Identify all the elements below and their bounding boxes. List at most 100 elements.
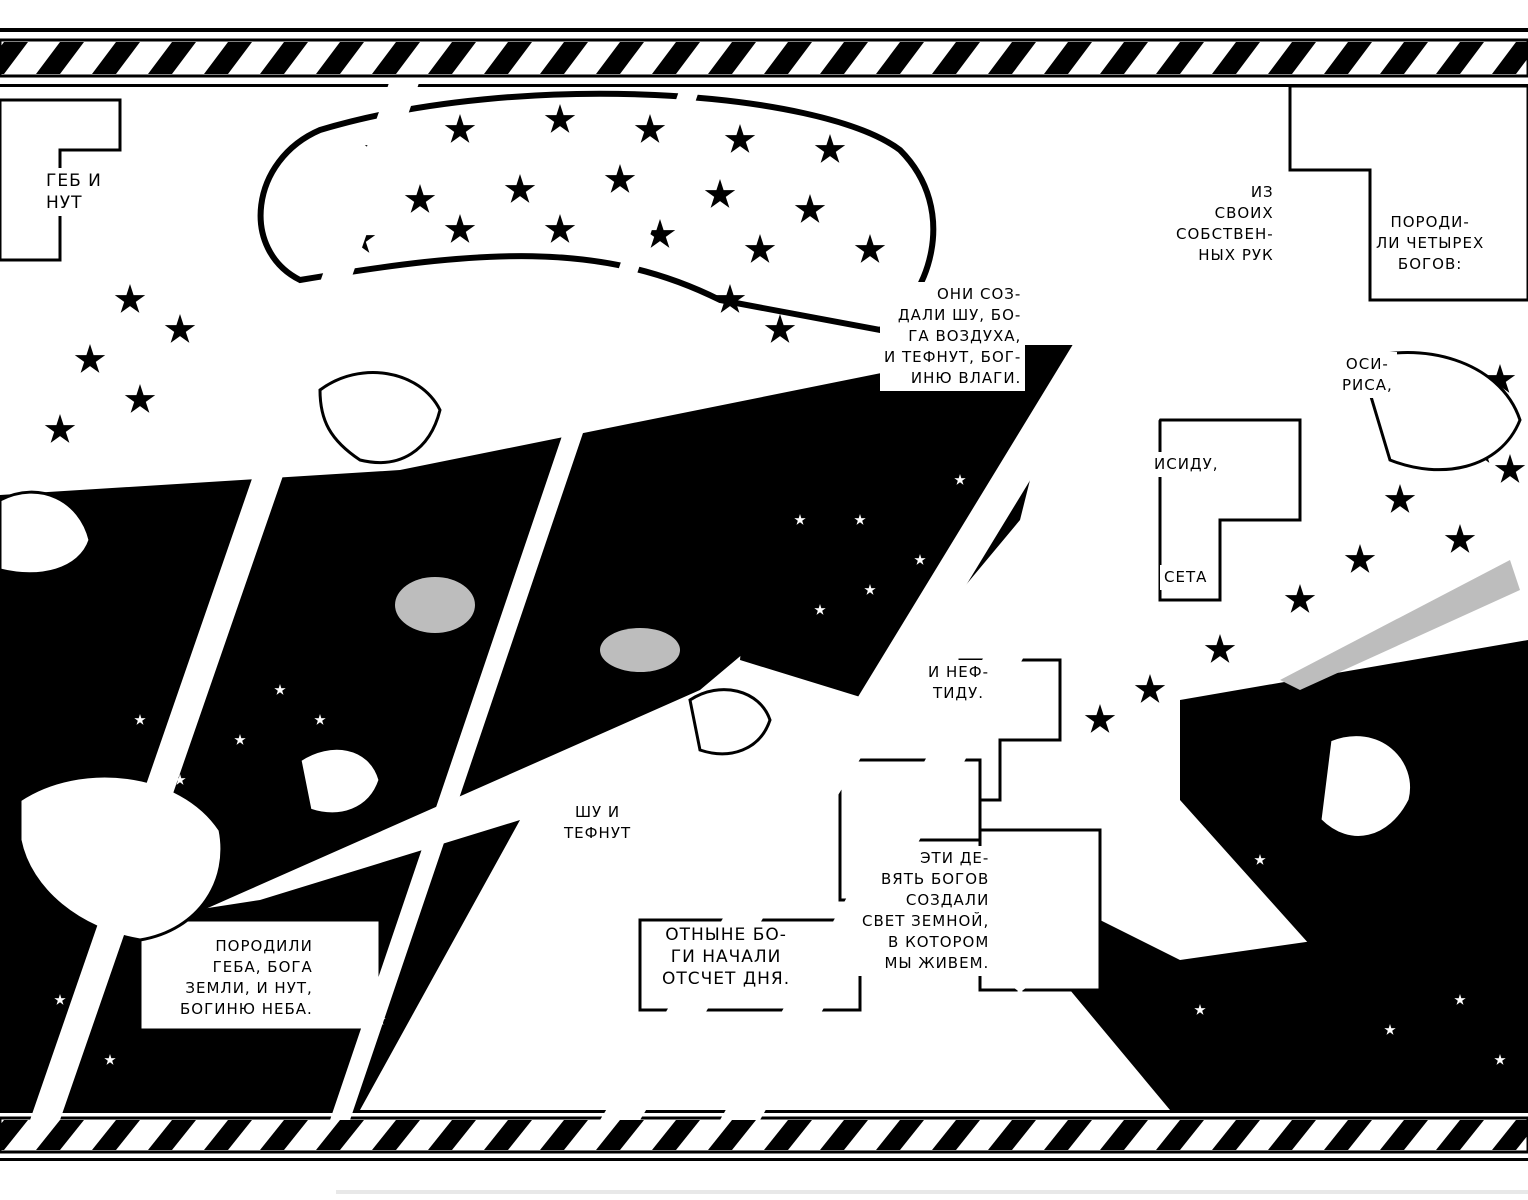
star-mark: [714, 284, 746, 313]
border-stripe: [260, 42, 308, 74]
star-mark: [854, 234, 886, 263]
caption-shu-and-tefnut: ШУ И ТЕФНУТ: [560, 800, 636, 846]
star-mark: [1284, 584, 1316, 613]
star-mark: [314, 714, 326, 725]
border-stripe: [764, 1120, 812, 1150]
border-stripe: [1156, 1120, 1204, 1150]
star-mark: [604, 164, 636, 193]
caption-gods-began-count: ОТНЫНЕ БО- ГИ НАЧАЛИ ОТСЧЕТ ДНЯ.: [658, 922, 795, 992]
star-mark: [1134, 674, 1166, 703]
star-mark: [504, 174, 536, 203]
border-stripe: [988, 1120, 1036, 1150]
border-stripe: [1156, 42, 1204, 74]
star-mark: [104, 1054, 116, 1065]
star-mark: [164, 314, 196, 343]
star-mark: [124, 384, 156, 413]
border-stripe: [428, 1120, 476, 1150]
border-stripe: [1268, 1120, 1316, 1150]
bottom-rule: [336, 1190, 1528, 1194]
top-striped-border: [0, 28, 1528, 87]
star-mark: [234, 734, 246, 745]
border-stripe: [596, 1120, 644, 1150]
border-stripe: [484, 42, 532, 74]
star-mark: [1084, 704, 1116, 733]
caption-four-gods: ПОРОДИ- ЛИ ЧЕТЫРЕХ БОГОВ:: [1372, 210, 1489, 277]
border-stripe: [148, 42, 196, 74]
border-stripe: [1044, 42, 1092, 74]
star-mark: [114, 284, 146, 313]
border-stripe: [0, 1120, 28, 1150]
star-mark: [1094, 1074, 1106, 1085]
star-mark: [1494, 1054, 1506, 1065]
star-mark: [764, 314, 796, 343]
border-stripe: [92, 1120, 140, 1150]
figure-outlines: [0, 351, 1522, 942]
star-mark: [914, 554, 926, 565]
white-stars: [54, 474, 1506, 1085]
border-stripe: [316, 42, 364, 74]
border-stripe: [0, 42, 28, 74]
border-stripe: [932, 1120, 980, 1150]
border-stripe: [36, 1120, 84, 1150]
star-mark: [1444, 524, 1476, 553]
star-mark: [1014, 984, 1026, 995]
star-mark: [354, 1054, 366, 1065]
star-mark: [724, 124, 756, 153]
border-stripe: [820, 1120, 868, 1150]
grey-tone-patches: [395, 560, 1520, 690]
border-stripe: [876, 42, 924, 74]
star-mark: [194, 674, 206, 685]
star-mark: [454, 994, 466, 1005]
border-stripe: [1324, 1120, 1372, 1150]
star-mark: [864, 584, 876, 595]
star-mark: [444, 114, 476, 143]
star-mark: [894, 654, 906, 665]
border-stripe: [988, 42, 1036, 74]
border-stripe: [372, 1120, 420, 1150]
border-stripe: [1212, 1120, 1260, 1150]
star-mark: [644, 219, 676, 248]
star-mark: [444, 214, 476, 243]
border-stripe: [652, 42, 700, 74]
border-stripe: [1268, 42, 1316, 74]
star-mark: [814, 134, 846, 163]
border-stripe: [1492, 42, 1528, 74]
star-mark: [174, 774, 186, 785]
star-mark: [854, 514, 866, 525]
border-stripe: [1380, 1120, 1428, 1150]
border-stripe: [820, 42, 868, 74]
star-mark: [1484, 364, 1516, 393]
border-stripe: [708, 1120, 756, 1150]
star-mark: [794, 514, 806, 525]
border-stripe: [1380, 42, 1428, 74]
star-mark: [1384, 484, 1416, 513]
border-stripe: [1100, 1120, 1148, 1150]
star-mark: [744, 234, 776, 263]
caption-gave-birth-geb-nut: ПОРОДИЛИ ГЕБА, БОГА ЗЕМЛИ, И НУТ, БОГИНЮ…: [176, 934, 317, 1022]
star-mark: [934, 614, 946, 625]
border-stripe: [876, 1120, 924, 1150]
star-mark: [704, 179, 736, 208]
border-stripe: [92, 42, 140, 74]
caption-osiris: ОСИ- РИСА,: [1338, 352, 1397, 398]
star-mark: [814, 604, 826, 615]
border-stripe: [1436, 1120, 1484, 1150]
border-stripe: [484, 1120, 532, 1150]
star-mark: [1074, 1034, 1086, 1045]
border-stripe: [260, 1120, 308, 1150]
star-mark: [544, 214, 576, 243]
star-mark: [1214, 874, 1226, 885]
caption-geb-and-nut: ГЕБ И НУТ: [42, 168, 106, 216]
border-stripe: [204, 42, 252, 74]
border-stripe: [36, 42, 84, 74]
star-mark: [1454, 994, 1466, 1005]
border-stripe: [1044, 1120, 1092, 1150]
caption-isis: ИСИДУ,: [1150, 452, 1223, 477]
star-mark: [1204, 634, 1236, 663]
border-stripe: [708, 42, 756, 74]
caption-set: СЕТА: [1160, 565, 1212, 590]
star-mark: [1344, 544, 1376, 573]
star-mark: [74, 344, 106, 373]
caption-from-own-hands: ИЗ СВОИХ СОБСТВЕН- НЫХ РУК: [1172, 180, 1278, 268]
